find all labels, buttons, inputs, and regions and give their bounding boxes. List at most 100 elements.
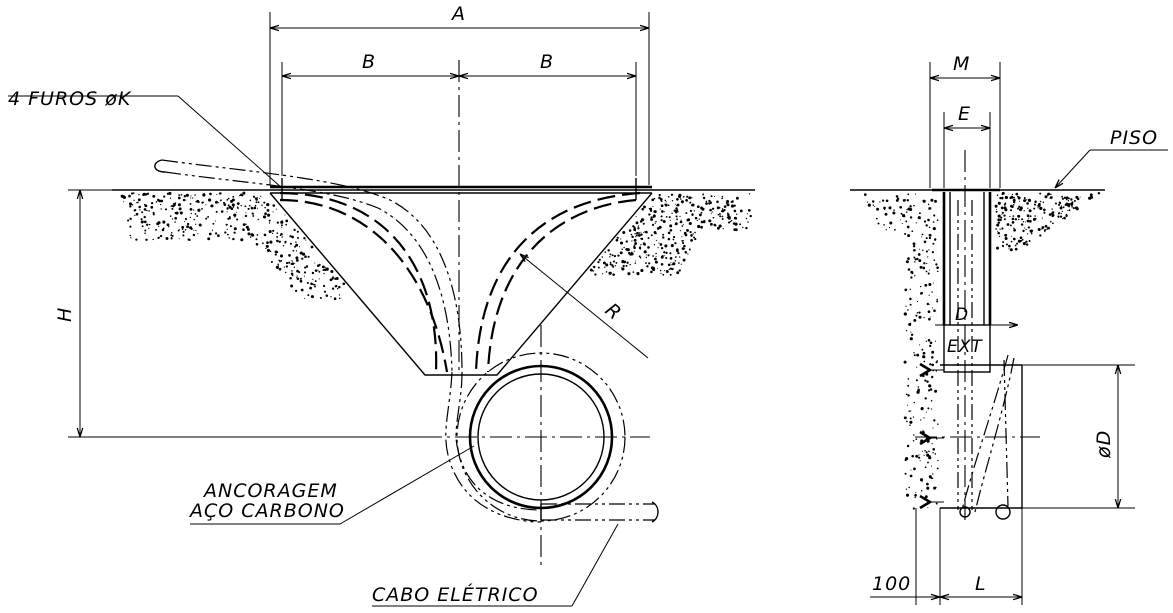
soil-dot <box>662 273 665 276</box>
soil-dot <box>171 218 174 220</box>
soil-dot <box>201 201 204 204</box>
soil-dot <box>276 221 279 224</box>
soil-dot <box>928 303 930 306</box>
soil-dot <box>285 265 289 268</box>
soil-dot <box>277 263 279 266</box>
soil-dot <box>916 257 919 261</box>
soil-dot <box>906 208 908 211</box>
soil-dot <box>909 337 913 341</box>
soil-dot <box>643 231 645 233</box>
soil-dot <box>1046 228 1048 230</box>
soil-dot <box>688 221 692 226</box>
soil-dot <box>713 195 716 198</box>
soil-dot <box>677 251 680 255</box>
soil-dot <box>1009 209 1013 212</box>
soil-dot <box>244 205 247 208</box>
soil-dot <box>605 271 608 273</box>
soil-dot <box>128 194 131 198</box>
soil-dot <box>623 260 627 264</box>
soil-dot <box>134 214 136 217</box>
soil-dot <box>633 244 636 247</box>
soil-dot <box>919 248 921 250</box>
soil-dot <box>190 197 192 199</box>
soil-dot <box>684 251 688 254</box>
soil-dot <box>246 227 250 231</box>
soil-dot <box>1037 207 1039 209</box>
soil-dot <box>254 197 257 200</box>
soil-dot <box>207 215 210 218</box>
soil-dot <box>625 264 628 267</box>
soil-dot <box>296 269 299 273</box>
soil-dot <box>927 461 929 464</box>
soil-dot <box>905 305 907 307</box>
soil-dot <box>925 224 928 227</box>
soil-dot <box>1051 208 1053 210</box>
soil-dot <box>930 198 934 202</box>
soil-dot <box>189 226 193 230</box>
soil-dot <box>928 384 932 388</box>
soil-dot <box>1022 221 1025 223</box>
soil-dot <box>909 205 912 208</box>
soil-dot <box>745 217 748 220</box>
soil-dot <box>678 262 680 264</box>
soil-dot <box>669 228 673 232</box>
soil-dot <box>643 243 647 246</box>
soil-dot <box>674 242 677 245</box>
soil-dot <box>919 478 924 482</box>
soil-dot <box>884 212 888 216</box>
soil-dot <box>202 193 206 197</box>
soil-dot <box>667 231 671 235</box>
soil-dot <box>721 215 724 218</box>
soil-dot <box>1061 210 1063 213</box>
soil-dot <box>917 386 920 388</box>
soil-dot <box>1023 199 1027 203</box>
soil-dot <box>742 226 744 229</box>
soil-dot <box>212 222 215 225</box>
soil-dot <box>266 248 271 252</box>
soil-dot <box>999 196 1002 200</box>
soil-dot <box>723 205 727 208</box>
soil-dot <box>936 438 938 440</box>
soil-dot <box>905 493 910 497</box>
soil-dot <box>665 201 667 203</box>
soil-dot <box>678 193 682 197</box>
soil-dot <box>936 298 938 301</box>
soil-dot <box>726 199 730 204</box>
soil-dot <box>171 204 175 208</box>
soil-dot <box>931 291 933 293</box>
soil-dot <box>218 192 221 195</box>
soil-dot <box>863 193 867 196</box>
soil-dot <box>250 206 253 209</box>
soil-dot <box>143 203 146 206</box>
soil-dot <box>1001 196 1004 199</box>
soil-dot <box>164 208 168 211</box>
soil-dot <box>895 195 899 198</box>
soil-dot <box>197 201 200 203</box>
soil-dot <box>1024 227 1026 229</box>
soil-dot <box>182 230 185 233</box>
soil-dot <box>236 206 239 209</box>
soil-dot <box>1011 221 1015 224</box>
soil-dot <box>280 259 283 262</box>
soil-dot <box>130 192 134 195</box>
soil-dot <box>900 219 902 221</box>
soil-dot <box>682 223 684 225</box>
soil-dot <box>676 203 680 207</box>
soil-dot <box>739 223 742 226</box>
soil-dot <box>934 239 936 241</box>
hose-dashed-left-outer <box>279 191 438 373</box>
soil-dot <box>734 228 738 232</box>
label-M: M <box>953 53 970 75</box>
soil-dot <box>263 201 266 204</box>
soil-dot <box>923 220 927 223</box>
soil-dot <box>913 434 915 436</box>
soil-dot <box>331 287 335 290</box>
soil-dot <box>698 218 700 220</box>
soil-dot <box>661 255 664 258</box>
soil-dot <box>245 212 247 214</box>
soil-dot <box>249 199 252 202</box>
soil-dot <box>129 234 132 237</box>
soil-dot <box>904 472 907 475</box>
soil-dot <box>936 219 939 221</box>
weld-mark-1 <box>919 362 933 378</box>
